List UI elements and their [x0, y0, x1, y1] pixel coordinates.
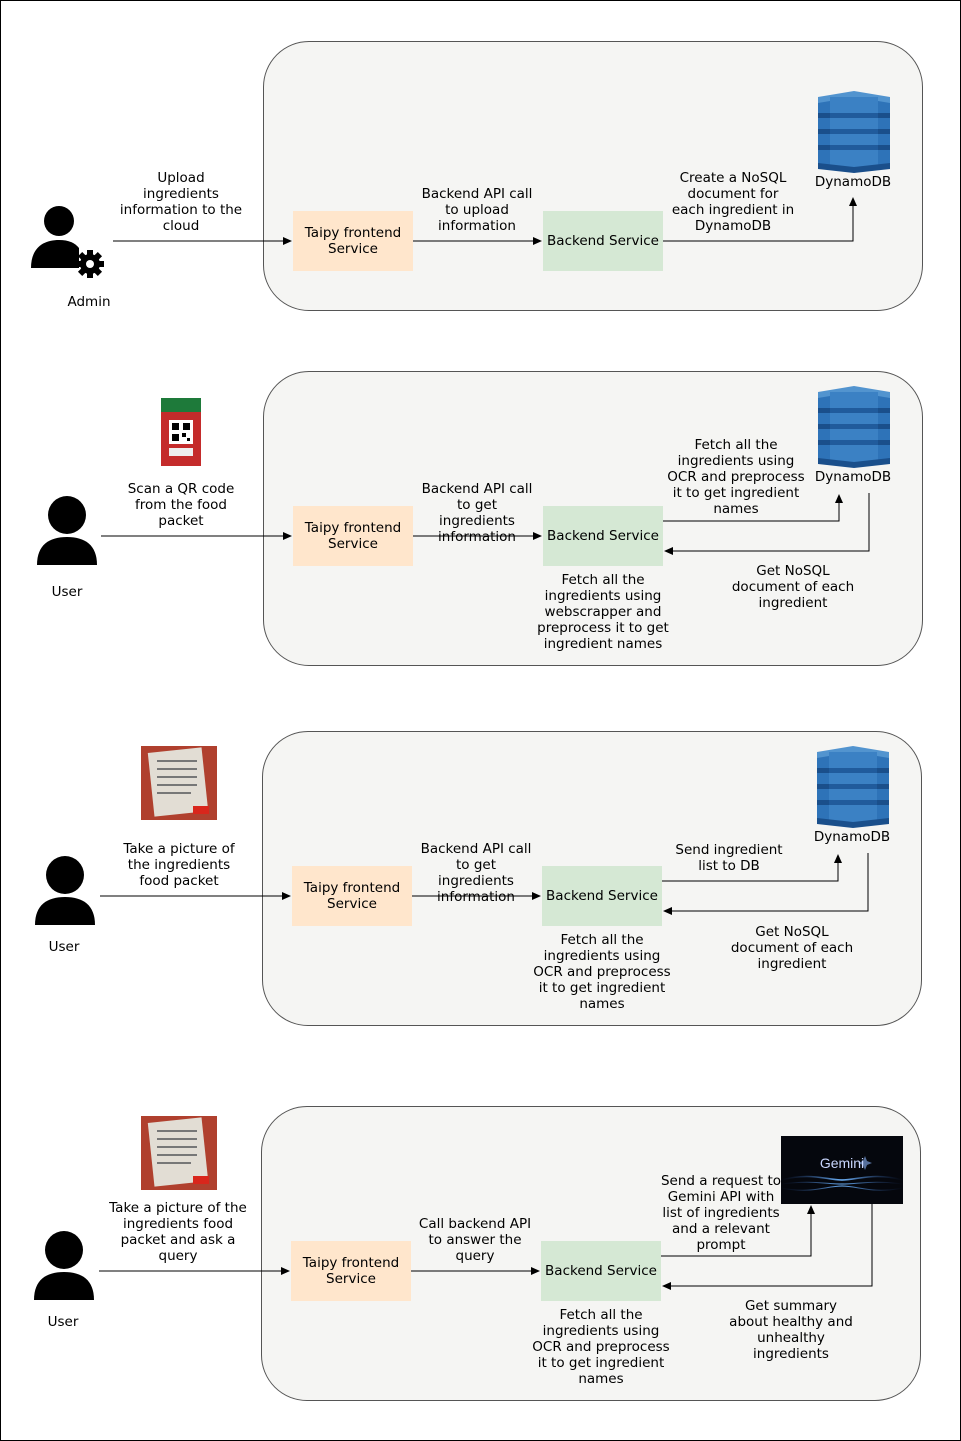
backend-note: Fetch all the ingredients using OCR and … — [532, 1307, 670, 1387]
ingredients-packet-photo — [141, 1116, 217, 1190]
dynamodb-label: DynamoDB — [813, 829, 891, 845]
taipy-frontend-service: Taipy frontend Service — [293, 211, 413, 271]
arrow-backend-to-dynamodb — [662, 854, 842, 882]
input-label: Take a picture of the ingredients food p… — [123, 841, 235, 889]
actor-label: User — [47, 1314, 79, 1330]
ingredients-packet-photo — [141, 746, 217, 820]
backend-note: Fetch all the ingredients using webscrap… — [537, 572, 669, 652]
gemini-logo: Gemini — [781, 1136, 903, 1204]
input-label: Scan a QR code from the food packet — [127, 481, 235, 529]
request-label: Fetch all the ingredients using OCR and … — [667, 437, 805, 517]
api-call-label: Backend API call to get ingredients info… — [421, 481, 533, 545]
dynamodb-label: DynamoDB — [814, 469, 892, 485]
actor-label: User — [51, 584, 83, 600]
arrow-dynamodb-to-backend — [664, 493, 870, 555]
dynamodb-icon — [818, 386, 890, 468]
arrow-backend-to-dynamodb — [663, 494, 843, 522]
arrow-gemini-to-backend — [662, 1204, 873, 1290]
taipy-frontend-service: Taipy frontend Service — [292, 866, 412, 926]
backend-service: Backend Service — [543, 211, 663, 271]
taipy-frontend-service: Taipy frontend Service — [291, 1241, 411, 1301]
dynamodb-label: DynamoDB — [814, 174, 892, 190]
dynamodb-icon — [818, 91, 890, 173]
input-label: Upload ingredients information to the cl… — [119, 170, 243, 234]
api-call-label: Call backend API to answer the query — [418, 1216, 532, 1264]
dynamodb-icon — [817, 746, 889, 828]
arrow-backend-to-gemini — [661, 1205, 815, 1257]
arrow-backend-to-dynamodb — [663, 197, 857, 242]
backend-note: Fetch all the ingredients using OCR and … — [533, 932, 671, 1012]
response-label: Get NoSQL document of each ingredient — [730, 924, 854, 972]
backend-service: Backend Service — [543, 506, 663, 566]
backend-service: Backend Service — [541, 1241, 661, 1301]
qr-code-packet-photo — [161, 398, 201, 466]
gemini-wordmark: Gemini — [819, 1155, 865, 1171]
arrow-dynamodb-to-backend — [663, 853, 869, 915]
taipy-frontend-service: Taipy frontend Service — [293, 506, 413, 566]
response-label: Get NoSQL document of each ingredient — [731, 563, 855, 611]
user-icon — [34, 1231, 94, 1300]
input-label: Take a picture of the ingredients food p… — [109, 1200, 247, 1264]
backend-service: Backend Service — [542, 866, 662, 926]
api-call-label: Backend API call to upload information — [421, 186, 533, 234]
actor-label: User — [48, 939, 80, 955]
user-icon — [37, 496, 97, 565]
response-label: Get summary about healthy and unhealthy … — [729, 1298, 853, 1362]
admin-gear-user-icon — [31, 206, 104, 278]
request-label: Send a request to Gemini API with list o… — [660, 1173, 782, 1253]
request-label: Create a NoSQL document for each ingredi… — [671, 170, 795, 234]
actor-label: Admin — [67, 294, 111, 310]
request-label: Send ingredient list to DB — [675, 842, 783, 874]
user-icon — [35, 856, 95, 925]
api-call-label: Backend API call to get ingredients info… — [420, 841, 532, 905]
